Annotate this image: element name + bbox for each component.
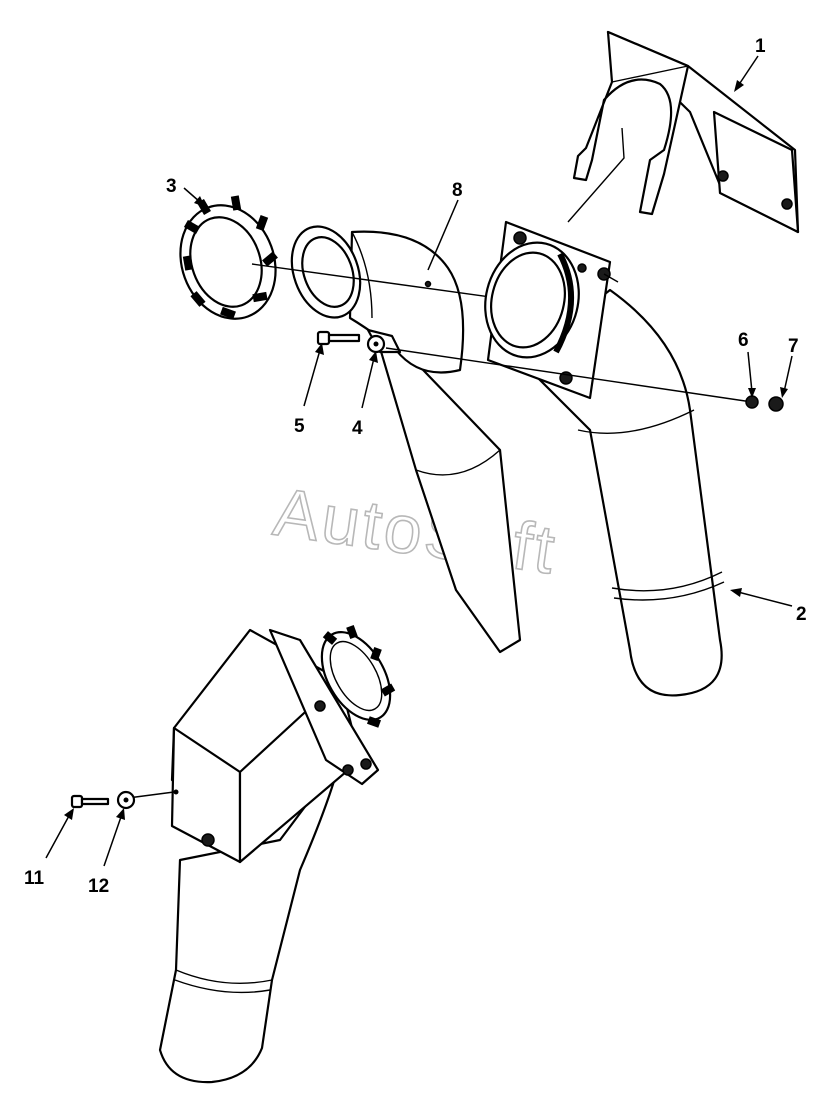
callout-labels: 1 2 3 4 5 6 7 8 11 12	[24, 36, 807, 897]
callout-4: 4	[352, 418, 363, 439]
watermark: AutoSoft	[269, 474, 562, 589]
callout-2: 2	[796, 604, 807, 625]
part-3-clamp-ring	[179, 195, 513, 320]
callout-12: 12	[88, 876, 109, 897]
lower-assembly	[70, 624, 396, 1084]
part-8-elbow	[290, 225, 522, 654]
part-2-main-pipe	[484, 220, 725, 697]
hardware-bolt-washer-nut	[316, 330, 784, 412]
callout-8: 8	[452, 180, 463, 201]
callout-6: 6	[738, 330, 749, 351]
part-1-bracket	[567, 30, 800, 234]
callout-7: 7	[788, 336, 799, 357]
callout-3: 3	[166, 176, 177, 197]
callout-11: 11	[24, 868, 45, 889]
callout-1: 1	[755, 36, 766, 57]
callout-5: 5	[294, 416, 305, 437]
callout-leaders	[45, 55, 793, 867]
